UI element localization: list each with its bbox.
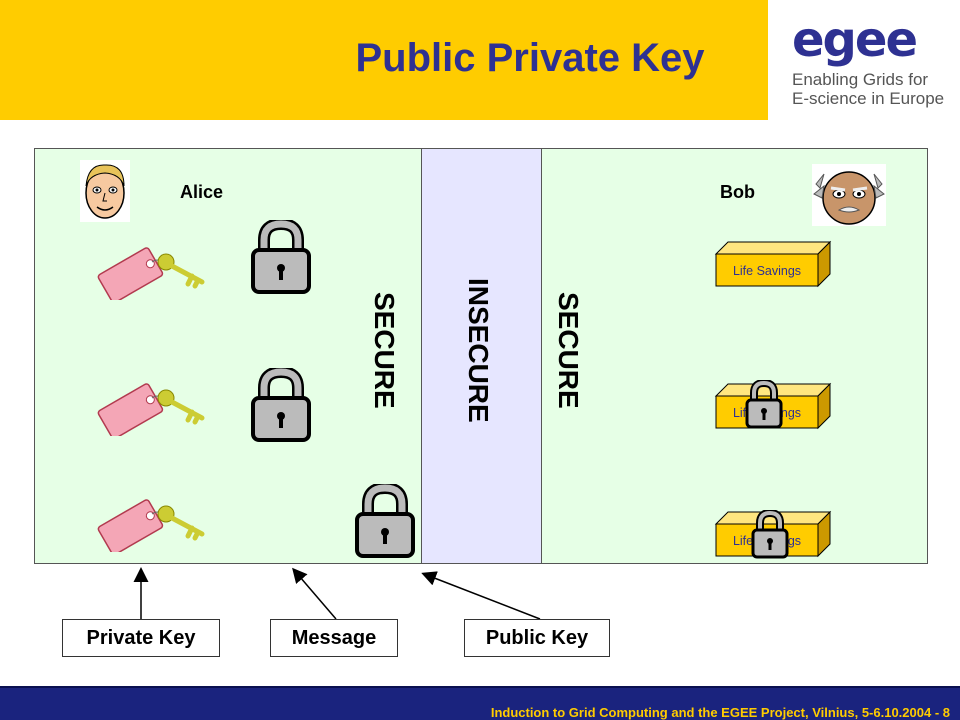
- private-key-icon-1: [97, 247, 205, 300]
- secure-left-label: SECURE: [369, 292, 400, 409]
- life-savings-label-1: Life Savings: [733, 264, 801, 278]
- egee-logo: egee: [792, 12, 918, 68]
- alice-avatar: [80, 160, 130, 222]
- logo-area: [768, 0, 960, 120]
- private-key-label: Private Key: [62, 619, 220, 657]
- footer-rule: [0, 686, 960, 688]
- public-key-arrow: [421, 571, 541, 620]
- page-title: Public Private Key: [355, 36, 705, 80]
- header-bar: [0, 0, 768, 120]
- small-padlock-icon-2: [751, 510, 789, 559]
- message-label: Message: [270, 619, 398, 657]
- life-savings-box-1: Life Savings: [714, 240, 832, 288]
- padlock-icon-1: [251, 220, 311, 294]
- logo-tagline-line-2: E-science in Europe: [792, 89, 945, 108]
- small-padlock-icon-1: [745, 380, 783, 429]
- private-key-icon-2: [97, 383, 205, 436]
- footer-text: Induction to Grid Computing and the EGEE…: [490, 705, 950, 720]
- bob-avatar: [812, 164, 886, 226]
- insecure-label: INSECURE: [463, 278, 494, 423]
- message-arrow: [292, 567, 337, 620]
- logo-tagline-line-1: Enabling Grids for: [792, 70, 929, 89]
- padlock-icon-2: [251, 368, 311, 442]
- padlock-icon-3: [355, 484, 415, 558]
- public-key-label: Public Key: [464, 619, 610, 657]
- logo-tagline: Enabling Grids for E-science in Europe: [792, 70, 944, 108]
- private-key-icon-3: [97, 499, 205, 552]
- footer-bar: [0, 688, 960, 720]
- alice-label: Alice: [180, 182, 224, 202]
- secure-right-label: SECURE: [553, 292, 584, 409]
- bob-label: Bob: [720, 182, 755, 202]
